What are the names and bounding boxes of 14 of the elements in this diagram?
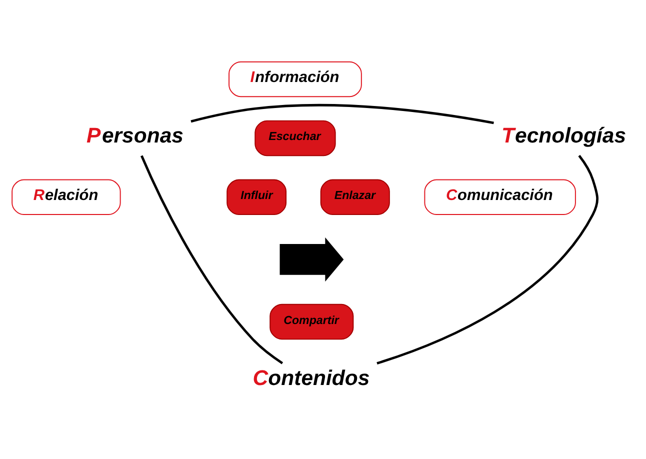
node-box: Relación: [12, 178, 121, 215]
node-box: Información: [228, 60, 362, 97]
connector: [190, 103, 494, 124]
node-box: Influir: [226, 178, 287, 215]
node-box: Comunicación: [424, 178, 576, 215]
connector: [376, 154, 598, 364]
node-arrow: [280, 236, 344, 282]
node-text: Tecnologías: [502, 123, 626, 148]
node-box: Escuchar: [254, 120, 336, 156]
node-text: Contenidos: [252, 366, 370, 390]
node-text: Personas: [86, 123, 184, 148]
connector: [140, 154, 284, 364]
node-box: Compartir: [270, 303, 354, 340]
node-box: Enlazar: [320, 178, 390, 215]
